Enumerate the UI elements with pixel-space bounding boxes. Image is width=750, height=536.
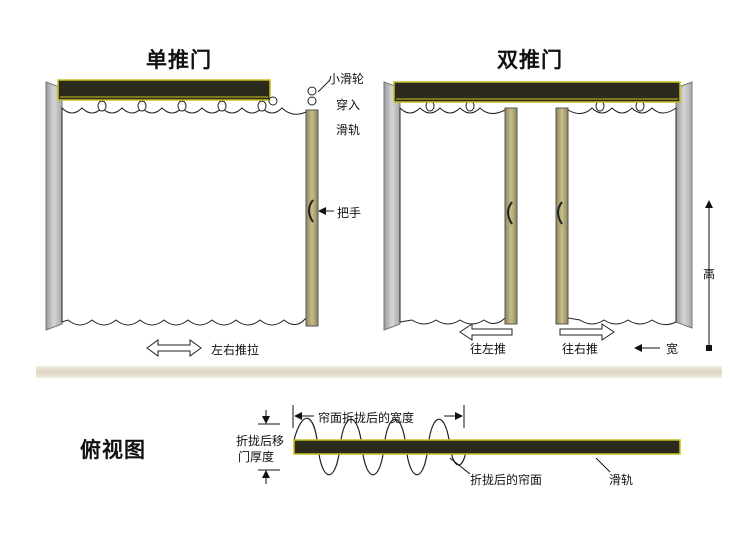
curtain-hooks <box>97 100 267 112</box>
double-door-rail <box>393 81 681 103</box>
section-divider <box>36 366 722 378</box>
top-view-rail <box>293 439 681 455</box>
double-door-right-curtain <box>567 107 677 326</box>
pulley-icon <box>268 86 317 106</box>
double-door-hooks <box>425 100 645 112</box>
rail-insert-label: 滑轨 <box>336 123 361 137</box>
handle-icon <box>308 199 314 223</box>
single-door-title: 单推门 <box>146 48 212 72</box>
pulley-label: 小滑轮 <box>328 72 365 86</box>
folded-curtain-label: 折拢后的帘面 <box>470 473 543 487</box>
insert-label: 穿入 <box>336 98 361 112</box>
folded-width-label: 帘面折拢后的宽度 <box>318 411 415 425</box>
height-label: 高 <box>703 267 716 281</box>
handle-label: 把手 <box>337 206 362 220</box>
width-label: 宽 <box>666 342 679 356</box>
double-door-left-curtain <box>399 106 506 325</box>
left-handle-icon <box>507 201 513 225</box>
left-right-push-arrow-icon <box>146 339 202 357</box>
single-door-diagram <box>45 79 334 357</box>
single-door-handle-bar <box>305 109 319 327</box>
single-door-wall <box>45 81 63 331</box>
single-door-curtain <box>61 106 307 326</box>
push-right-arrow-icon <box>559 323 615 341</box>
double-door-title: 双推门 <box>497 48 563 72</box>
rail-label: 滑轨 <box>609 473 634 487</box>
double-door-right-handle-bar <box>555 107 569 325</box>
left-right-push-label: 左右推拉 <box>211 343 260 357</box>
door-thickness-label: 门厚度 <box>238 450 275 464</box>
double-door-right-wall <box>675 81 693 329</box>
double-door-left-handle-bar <box>504 107 518 325</box>
push-right-label: 往右推 <box>562 342 599 356</box>
single-door-rail <box>57 79 271 101</box>
top-view-diagram <box>258 405 681 484</box>
thickness-label: 折拢后移 <box>236 434 285 448</box>
top-view-title: 俯视图 <box>80 438 146 462</box>
double-door-left-wall <box>383 81 401 331</box>
push-left-arrow-icon <box>459 323 513 341</box>
double-door-diagram <box>383 81 713 352</box>
right-handle-icon <box>557 201 563 225</box>
push-left-label: 往左推 <box>470 342 507 356</box>
